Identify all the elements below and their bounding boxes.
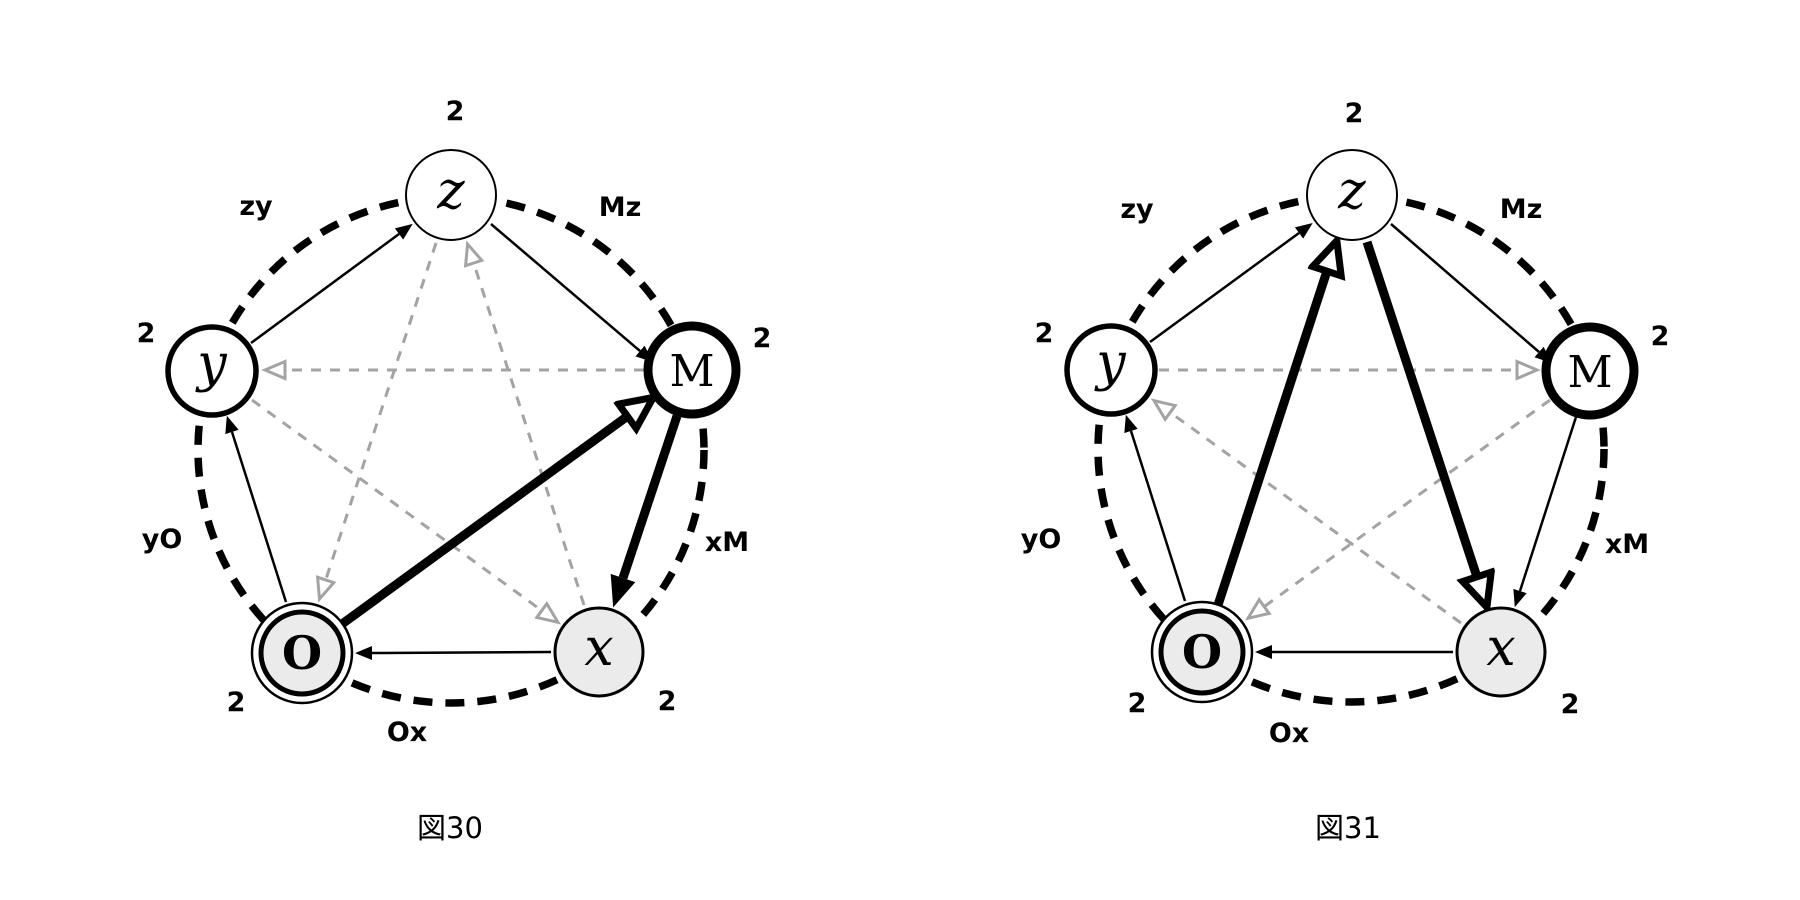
node-O-label: O: [1182, 625, 1222, 679]
arrow-O-to-z-thick: [1213, 274, 1326, 607]
arrow-O-to-M-thick: [339, 418, 625, 628]
arrow-M-to-x: [1513, 416, 1578, 608]
node-y-circle: [165, 324, 259, 418]
figure-caption: 図30: [417, 811, 483, 845]
multiplicity-y: 2: [1035, 318, 1054, 349]
node-x-label: x: [584, 618, 613, 678]
node-M-circle: [643, 321, 741, 419]
edge-label-yO: yO: [1021, 524, 1062, 555]
arrow-M-to-O: [1244, 398, 1551, 621]
edge-label-xM: xM: [705, 527, 749, 558]
multiplicity-O: 2: [1128, 688, 1147, 719]
node-x-circle: [1455, 606, 1547, 698]
node-y-label: y: [1094, 333, 1126, 393]
node-y-circle: [1064, 323, 1158, 417]
figure-30: z y M O x 2 2 2 2 2 zy Mz yO Ox xM 図30: [137, 96, 772, 845]
arrow-M-to-x-thick: [610, 414, 682, 608]
arrow-x-to-O: [355, 646, 552, 660]
arrow-y-to-z: [1149, 222, 1313, 344]
multiplicity-x: 2: [1561, 689, 1580, 720]
node-x-circle: [553, 606, 645, 698]
multiplicity-x: 2: [658, 686, 677, 717]
edge-label-Ox: Ox: [387, 717, 427, 748]
edge-label-Mz: Mz: [1500, 194, 1543, 225]
node-M-circle: [1541, 322, 1639, 420]
edge-label-zy: zy: [239, 191, 273, 222]
arrow-O-to-y: [1124, 414, 1187, 602]
multiplicity-z: 2: [446, 96, 465, 127]
node-z-label: z: [436, 161, 465, 221]
figure-31: z y M O x 2 2 2 2 2 zy Mz yO Ox xM 図31: [1021, 98, 1670, 845]
arrow-x-to-z: [463, 240, 586, 606]
node-z-label: z: [1337, 161, 1366, 221]
edge-label-Mz: Mz: [599, 192, 642, 223]
figure-caption: 図31: [1315, 811, 1381, 845]
multiplicity-y: 2: [137, 318, 156, 349]
node-x-label: x: [1486, 618, 1515, 678]
multiplicity-z: 2: [1345, 98, 1364, 129]
edge-label-xM: xM: [1605, 529, 1649, 560]
arrow-y-to-z: [250, 223, 413, 345]
node-z-circle: [1306, 149, 1398, 241]
node-O-label: O: [282, 626, 322, 680]
multiplicity-M: 2: [1651, 321, 1670, 352]
arrow-O-to-y: [225, 415, 288, 603]
edge-label-yO: yO: [142, 524, 183, 555]
arrow-z-to-x-thick: [1362, 240, 1476, 574]
node-M-label: M: [669, 346, 714, 397]
edge-label-zy: zy: [1120, 194, 1154, 225]
arrow-z-to-M: [1390, 223, 1552, 364]
multiplicity-M: 2: [753, 323, 772, 354]
arrow-z-to-O: [315, 242, 438, 603]
node-y-label: y: [195, 334, 227, 394]
edge-label-Ox: Ox: [1269, 718, 1309, 749]
node-O-inner-circle: [1158, 608, 1246, 696]
multiplicity-O: 2: [227, 687, 246, 718]
node-O-inner-circle: [258, 609, 346, 697]
node-M-label: M: [1567, 347, 1612, 398]
arrow-x-to-y: [1150, 398, 1462, 625]
node-z-circle: [405, 149, 497, 241]
arrow-z-to-M: [490, 223, 653, 363]
arrow-y-to-x: [251, 398, 562, 625]
